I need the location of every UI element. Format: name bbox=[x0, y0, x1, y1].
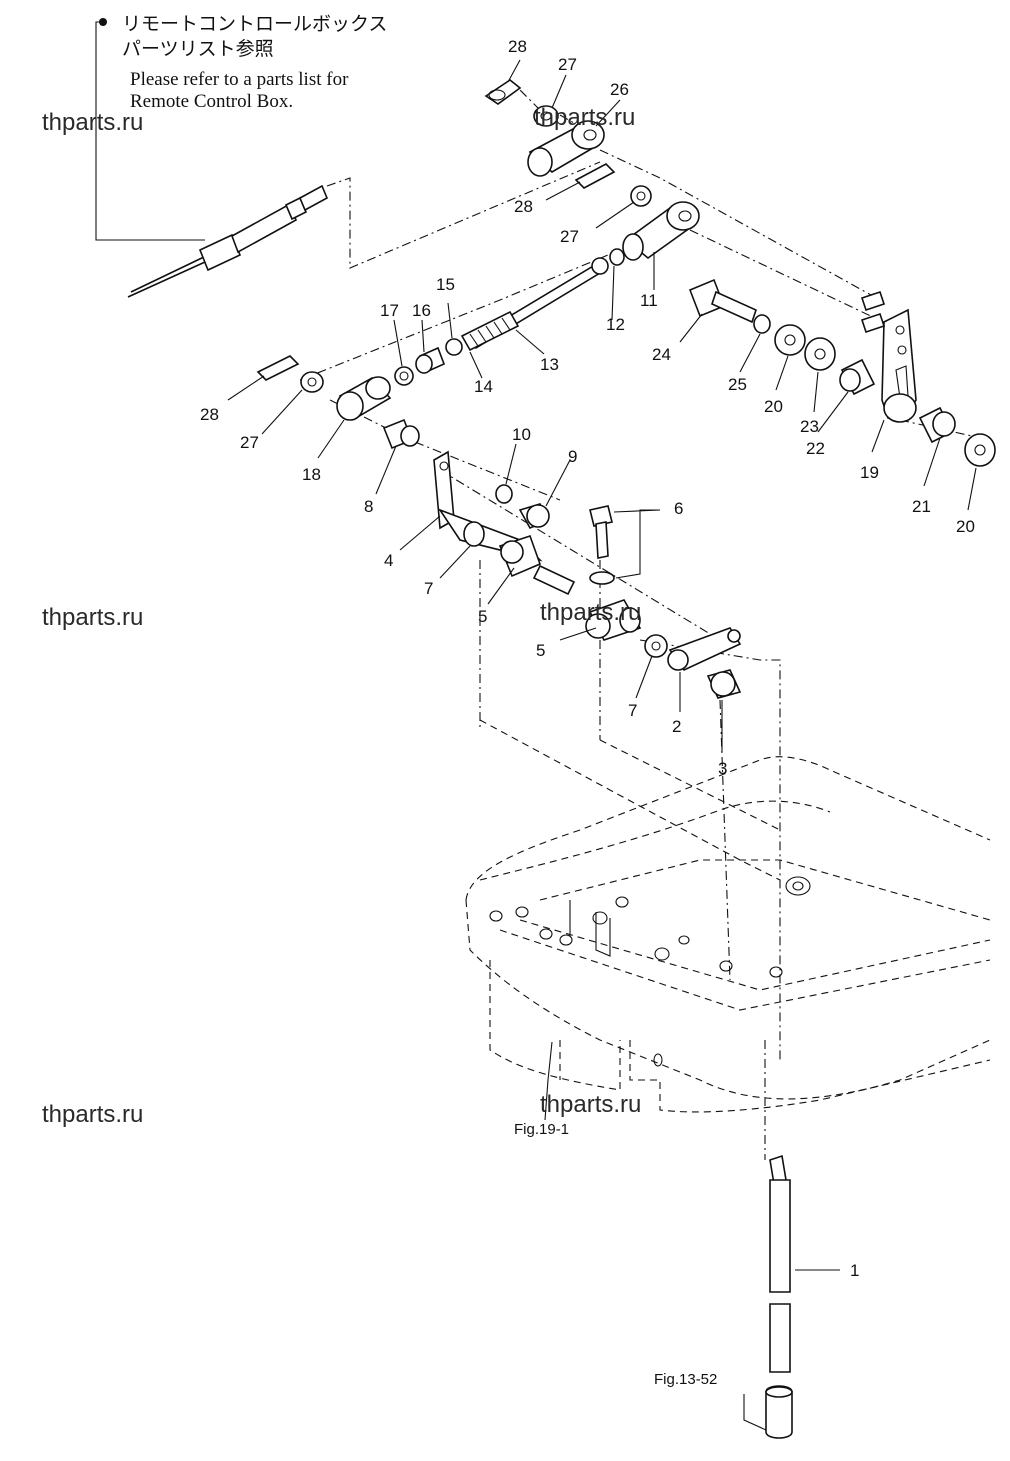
part-28-mid bbox=[574, 163, 616, 189]
part-8-pin bbox=[382, 418, 420, 450]
callout-28-mid: 28 bbox=[514, 197, 533, 216]
callout-5-upper: 5 bbox=[478, 607, 487, 626]
part-24-bolt bbox=[688, 278, 757, 324]
note-leader bbox=[95, 21, 205, 241]
part-1-shaft bbox=[765, 1154, 793, 1439]
callout-4: 4 bbox=[384, 551, 393, 570]
part-9-nut bbox=[518, 503, 550, 530]
callout-25: 25 bbox=[728, 375, 747, 394]
callout-18: 18 bbox=[302, 465, 321, 484]
callout-22: 22 bbox=[806, 439, 825, 458]
part-16-collar bbox=[415, 346, 446, 374]
callout-27-left: 27 bbox=[240, 433, 259, 452]
part-5-lower bbox=[585, 599, 642, 641]
watermark-1: thparts.ru bbox=[42, 109, 143, 136]
part-27-mid bbox=[630, 185, 652, 207]
callout-3: 3 bbox=[718, 759, 727, 778]
part-7-bushing bbox=[463, 521, 485, 547]
watermarks: thparts.ru thparts.ru thparts.ru thparts… bbox=[42, 104, 641, 1128]
callout-leaders bbox=[227, 59, 977, 752]
part-21-bushing bbox=[918, 406, 956, 444]
note-en-line2: Remote Control Box. bbox=[130, 91, 293, 112]
frame-housing bbox=[465, 756, 991, 1113]
part-5-upper bbox=[498, 534, 576, 596]
callout-8: 8 bbox=[364, 497, 373, 516]
part-10-washer bbox=[495, 484, 513, 504]
part-28-top bbox=[484, 79, 522, 105]
callout-7-lower: 7 bbox=[628, 701, 637, 720]
reference-note: リモートコントロールボックス パーツリスト参照 Please refer to … bbox=[95, 13, 387, 241]
callout-27-mid: 27 bbox=[560, 227, 579, 246]
remote-control-cable bbox=[127, 184, 329, 298]
part-26-joint bbox=[527, 120, 605, 177]
leader-6 bbox=[613, 509, 661, 579]
callout-28-left: 28 bbox=[200, 405, 219, 424]
part-11-joint bbox=[622, 201, 700, 261]
watermark-4: thparts.ru bbox=[540, 599, 641, 626]
watermark-6: thparts.ru bbox=[540, 1091, 641, 1118]
part-6-bolt bbox=[589, 505, 615, 585]
callout-1: 1 bbox=[850, 1261, 859, 1280]
note-jp-line2: パーツリスト参照 bbox=[122, 38, 274, 60]
part-7-lower bbox=[644, 634, 668, 658]
part-17-nut bbox=[394, 366, 414, 386]
part-2-link bbox=[667, 627, 742, 672]
part-19-arm bbox=[860, 290, 917, 423]
part-12-nut bbox=[609, 248, 625, 266]
watermark-3: thparts.ru bbox=[42, 604, 143, 631]
fig-ref-19-1: Fig.19-1 bbox=[514, 1121, 569, 1138]
callout-5-lower: 5 bbox=[536, 641, 545, 660]
callout-14: 14 bbox=[474, 377, 493, 396]
callout-11: 11 bbox=[640, 291, 658, 310]
callout-24: 24 bbox=[652, 345, 671, 364]
leader-fig13 bbox=[743, 1394, 767, 1431]
callout-10: 10 bbox=[512, 425, 531, 444]
note-en-line1: Please refer to a parts list for bbox=[130, 69, 349, 90]
callout-6: 6 bbox=[674, 499, 683, 518]
callout-15: 15 bbox=[436, 275, 455, 294]
fig-ref-13-52: Fig.13-52 bbox=[654, 1371, 717, 1388]
callout-9: 9 bbox=[568, 447, 577, 466]
note-jp-line1: リモートコントロールボックス bbox=[122, 13, 387, 35]
part-18-joint bbox=[336, 376, 392, 421]
callout-numbers: 28 27 26 28 27 11 12 13 14 15 16 17 28 2… bbox=[200, 37, 975, 1280]
part-27-top bbox=[533, 105, 559, 127]
callout-2: 2 bbox=[672, 717, 681, 736]
part-22-spacer bbox=[839, 358, 876, 396]
callout-27-top: 27 bbox=[558, 55, 577, 74]
part-27-left bbox=[300, 371, 324, 393]
watermark-2: thparts.ru bbox=[534, 104, 635, 131]
part-20-washer-a bbox=[774, 324, 806, 356]
callout-13: 13 bbox=[540, 355, 559, 374]
callout-12: 12 bbox=[606, 315, 625, 334]
callout-26: 26 bbox=[610, 80, 629, 99]
callout-17: 17 bbox=[380, 301, 399, 320]
leader-fig19 bbox=[544, 1041, 553, 1121]
part-20-washer-b bbox=[964, 433, 996, 467]
callout-7-upper: 7 bbox=[424, 579, 433, 598]
callout-16: 16 bbox=[412, 301, 431, 320]
callout-23: 23 bbox=[800, 417, 819, 436]
part-25-washer bbox=[753, 314, 771, 334]
callout-20-right: 20 bbox=[956, 517, 975, 536]
part-3-nut bbox=[706, 669, 742, 699]
watermark-5: thparts.ru bbox=[42, 1101, 143, 1128]
part-15-washer bbox=[445, 338, 463, 356]
part-23-washer bbox=[804, 337, 836, 371]
callout-21: 21 bbox=[912, 497, 931, 516]
part-28-left bbox=[256, 355, 300, 381]
part-14-spring bbox=[460, 310, 520, 352]
callout-19: 19 bbox=[860, 463, 879, 482]
callout-20-left: 20 bbox=[764, 397, 783, 416]
callout-28-top: 28 bbox=[508, 37, 527, 56]
